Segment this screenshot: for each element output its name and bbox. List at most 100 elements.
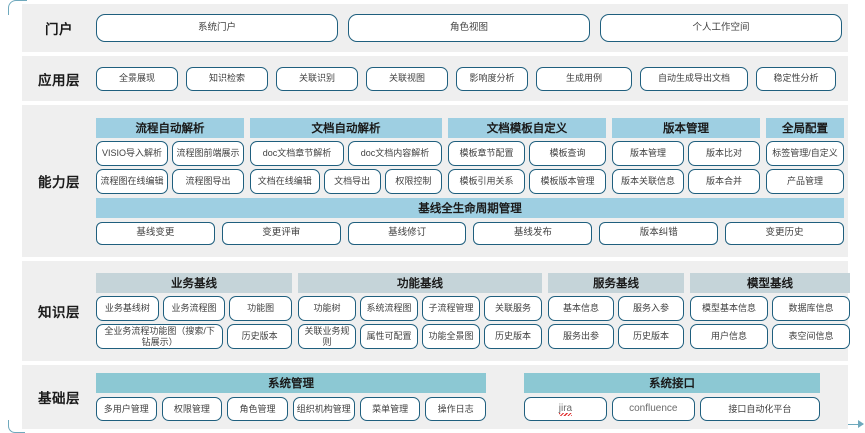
foundation-group-row: 系统管理 多用户管理 权限管理 角色管理 组织机构管理 菜单管理 操作日志 系统… — [96, 373, 842, 421]
knowledge-group-model-baseline-title: 模型基线 — [690, 273, 850, 293]
layer-portal: 门户 系统门户 角色视图 个人工作空间 — [22, 4, 848, 52]
cap-item-permission-control[interactable]: 权限控制 — [384, 168, 442, 194]
kn-item-history-version-function[interactable]: 历史版本 — [484, 324, 542, 349]
capability-group-doc-template-title: 文档模板自定义 — [448, 117, 606, 138]
kn-item-business-baseline-tree[interactable]: 业务基线树 — [96, 296, 159, 321]
knowledge-row: 功能树 系统流程图 子流程管理 关联服务 — [298, 296, 542, 321]
cap-item-visio-import-parse[interactable]: VISIO导入解析 — [96, 140, 168, 166]
cap-item-template-reference-relation[interactable]: 模板引用关系 — [448, 168, 525, 194]
kn-item-full-business-process-function-diagram[interactable]: 全业务流程功能图（搜索/下钻展示） — [96, 324, 224, 349]
app-item-relation-view[interactable]: 关联视图 — [366, 66, 448, 91]
cap-item-flowchart-frontend-display[interactable]: 流程图前端展示 — [172, 140, 244, 166]
kn-item-business-flowchart[interactable]: 业务流程图 — [162, 296, 226, 321]
cap-item-doc-online-edit[interactable]: 文档在线编辑 — [250, 168, 320, 194]
cap-item-tag-management-custom[interactable]: 标签管理/自定义 — [766, 140, 844, 166]
foundation-group-system-interface: 系统接口 jira confluence 接口自动化平台 — [524, 373, 820, 421]
cap-item-doc-export[interactable]: 文档导出 — [323, 168, 381, 194]
app-item-auto-export-doc[interactable]: 自动生成导出文档 — [640, 66, 748, 91]
kn-item-tablespace-info[interactable]: 表空间信息 — [772, 324, 850, 349]
lifecycle-item-change-history[interactable]: 变更历史 — [725, 221, 844, 245]
cap-item-flowchart-online-edit[interactable]: 流程图在线编辑 — [96, 168, 168, 194]
lifecycle-item-change-review[interactable]: 变更评审 — [221, 221, 341, 245]
decor-corner-top-left-icon — [8, 0, 27, 15]
base-item-interface-automation-platform[interactable]: 接口自动化平台 — [699, 397, 820, 421]
kn-item-function-tree[interactable]: 功能树 — [298, 296, 356, 321]
foundation-row: 多用户管理 权限管理 角色管理 组织机构管理 菜单管理 操作日志 — [96, 397, 486, 421]
kn-item-user-info[interactable]: 用户信息 — [690, 324, 768, 349]
capability-row: 版本关联信息 版本合并 — [612, 168, 760, 194]
layer-application-body: 全景展现 知识检索 关联识别 关联视图 影响度分析 生成用例 自动生成导出文档 … — [96, 62, 848, 96]
lifecycle-item-version-correction[interactable]: 版本纠错 — [599, 221, 719, 245]
lifecycle-item-baseline-release[interactable]: 基线发布 — [473, 221, 593, 245]
capability-group-doc-parsing-title: 文档自动解析 — [250, 117, 442, 138]
knowledge-group-function-baseline: 功能基线 功能树 系统流程图 子流程管理 关联服务 关联业务规则 属性可配置 功… — [298, 273, 542, 349]
kn-item-database-info[interactable]: 数据库信息 — [772, 296, 850, 321]
kn-item-system-flowchart[interactable]: 系统流程图 — [360, 296, 418, 321]
capability-group-version-management: 版本管理 版本管理 版本比对 版本关联信息 版本合并 — [612, 117, 760, 194]
capability-group-global-config-title: 全局配置 — [766, 117, 844, 138]
cap-item-version-compare[interactable]: 版本比对 — [688, 140, 760, 166]
capability-row: 标签管理/自定义 — [766, 140, 844, 166]
app-item-panorama[interactable]: 全景展现 — [96, 66, 178, 91]
app-item-knowledge-search[interactable]: 知识检索 — [186, 66, 268, 91]
knowledge-row: 业务基线树 业务流程图 功能图 — [96, 296, 293, 321]
base-item-jira[interactable]: jira — [524, 397, 607, 421]
portal-item-system-portal[interactable]: 系统门户 — [96, 14, 338, 42]
cap-item-flowchart-export[interactable]: 流程图导出 — [172, 168, 244, 194]
layer-knowledge: 知识层 业务基线 业务基线树 业务流程图 功能图 全业务流程功能图（搜索/下钻展… — [22, 261, 850, 361]
kn-item-configurable-attributes[interactable]: 属性可配置 — [360, 324, 418, 349]
layer-foundation-label: 基础层 — [38, 391, 80, 406]
knowledge-group-model-baseline: 模型基线 模型基本信息 数据库信息 用户信息 表空间信息 — [690, 273, 850, 349]
lifecycle-item-baseline-change[interactable]: 基线变更 — [96, 221, 215, 245]
cap-item-product-management[interactable]: 产品管理 — [766, 168, 844, 194]
kn-item-model-basic-info[interactable]: 模型基本信息 — [690, 296, 768, 321]
kn-item-subprocess-management[interactable]: 子流程管理 — [422, 296, 480, 321]
cap-item-template-query[interactable]: 模板查询 — [529, 140, 606, 166]
knowledge-group-service-baseline: 服务基线 基本信息 服务入参 服务出参 历史版本 — [548, 273, 684, 349]
cap-item-version-merge[interactable]: 版本合并 — [688, 168, 760, 194]
foundation-group-system-management-title: 系统管理 — [96, 373, 486, 393]
base-item-menu-management[interactable]: 菜单管理 — [359, 397, 421, 421]
layer-capability: 能力层 流程自动解析 VISIO导入解析 流程图前端展示 流程图在线编辑 流程图… — [22, 105, 848, 257]
portal-item-personal-workspace[interactable]: 个人工作空间 — [600, 14, 842, 42]
portal-item-role-view[interactable]: 角色视图 — [348, 14, 590, 42]
kn-item-service-basic-info[interactable]: 基本信息 — [548, 296, 614, 321]
foundation-row: jira confluence 接口自动化平台 — [524, 397, 820, 421]
app-item-relation-recognition[interactable]: 关联识别 — [276, 66, 358, 91]
app-item-impact-analysis[interactable]: 影响度分析 — [456, 66, 528, 91]
base-item-confluence[interactable]: confluence — [611, 397, 695, 421]
kn-item-related-business-rules[interactable]: 关联业务规则 — [298, 324, 356, 349]
base-item-multi-user-management[interactable]: 多用户管理 — [96, 397, 157, 421]
kn-item-function-diagram[interactable]: 功能图 — [229, 296, 293, 321]
cap-item-version-relation-info[interactable]: 版本关联信息 — [612, 168, 684, 194]
cap-item-doc-chapter-parse[interactable]: doc文档章节解析 — [250, 140, 344, 166]
kn-item-related-services[interactable]: 关联服务 — [484, 296, 542, 321]
cap-item-template-version-management[interactable]: 模板版本管理 — [529, 168, 606, 194]
layer-knowledge-body: 业务基线 业务基线树 业务流程图 功能图 全业务流程功能图（搜索/下钻展示） 历… — [96, 268, 856, 354]
base-item-permission-management[interactable]: 权限管理 — [161, 397, 223, 421]
lifecycle-item-baseline-revision[interactable]: 基线修订 — [347, 221, 467, 245]
kn-item-history-version-business[interactable]: 历史版本 — [227, 324, 292, 349]
kn-item-service-output-params[interactable]: 服务出参 — [548, 324, 614, 349]
portal-item-row: 系统门户 角色视图 个人工作空间 — [96, 14, 842, 42]
app-item-stability-analysis[interactable]: 稳定性分析 — [756, 66, 836, 91]
cap-item-template-chapter-config[interactable]: 模板章节配置 — [448, 140, 525, 166]
app-item-generate-cases[interactable]: 生成用例 — [536, 66, 632, 91]
kn-item-history-version-service[interactable]: 历史版本 — [618, 324, 684, 349]
capability-row: 模板章节配置 模板查询 — [448, 140, 606, 166]
capability-row: 产品管理 — [766, 168, 844, 194]
jira-label: jira — [558, 402, 573, 416]
cap-item-version-management[interactable]: 版本管理 — [612, 140, 684, 166]
base-item-role-management[interactable]: 角色管理 — [227, 397, 288, 421]
kn-item-service-input-params[interactable]: 服务入参 — [618, 296, 684, 321]
decor-arrow-bottom-right-icon — [833, 414, 864, 428]
cap-item-doc-content-parse[interactable]: doc文档内容解析 — [348, 140, 442, 166]
layer-application-label: 应用层 — [38, 72, 80, 88]
capability-row: 流程图在线编辑 流程图导出 — [96, 168, 244, 194]
capability-lifecycle-section: 基线全生命周期管理 基线变更 变更评审 基线修订 基线发布 版本纠错 变更历史 — [96, 197, 844, 245]
base-item-operation-log[interactable]: 操作日志 — [425, 397, 486, 421]
kn-item-function-panorama[interactable]: 功能全景图 — [422, 324, 480, 349]
knowledge-group-row: 业务基线 业务基线树 业务流程图 功能图 全业务流程功能图（搜索/下钻展示） 历… — [96, 273, 850, 349]
base-item-org-structure-management[interactable]: 组织机构管理 — [292, 397, 355, 421]
